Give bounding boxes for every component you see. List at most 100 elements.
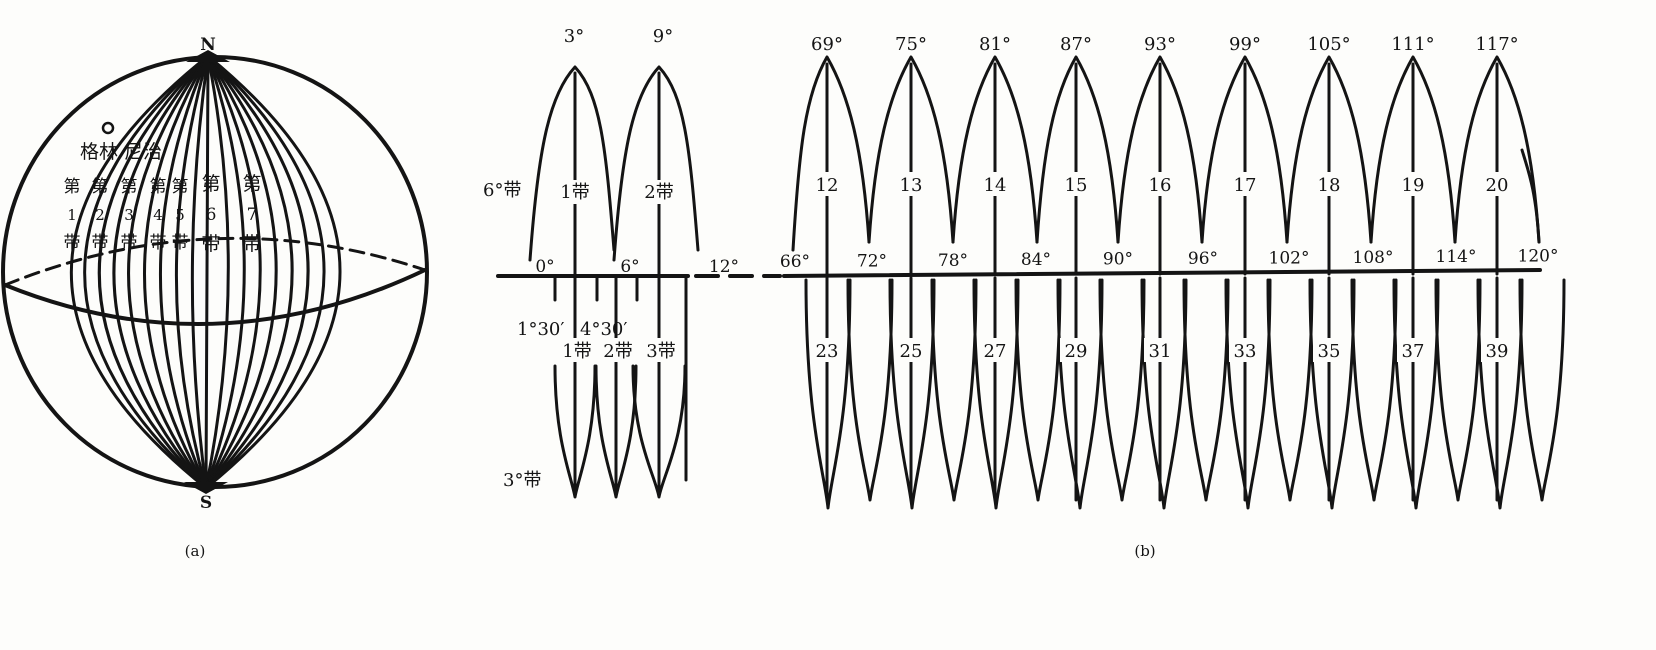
south-label: S xyxy=(200,493,212,513)
meridian-line xyxy=(204,54,246,490)
south-pole-convergence xyxy=(184,482,228,494)
three-degree-zone-outline xyxy=(1014,278,1062,502)
meridian-line xyxy=(204,54,310,490)
six-degree-zones-left: 3°1带9°2带 xyxy=(528,26,700,278)
six-degree-zone-outline xyxy=(1285,55,1373,244)
zone-top-degree-label: 3° xyxy=(564,26,584,47)
meridian-line xyxy=(158,54,210,490)
six-degree-zone-outline xyxy=(612,65,700,262)
zone-7-dai-label: 带 xyxy=(242,233,261,255)
baseline-degree-label: 90° xyxy=(1103,250,1133,270)
globe-outline xyxy=(1,55,429,489)
six-degree-zone-outline xyxy=(867,55,955,244)
three-degree-zone-outline xyxy=(888,278,936,510)
zone-top-degree-label: 105° xyxy=(1307,34,1350,55)
six-degree-zone-outline xyxy=(1520,148,1541,244)
zone-4-number-label: 4 xyxy=(153,206,163,224)
zone-5-dai-label: 带 xyxy=(172,233,189,253)
zone-top-degree-label: 81° xyxy=(979,34,1011,55)
meridian-line xyxy=(204,54,210,490)
label-backdrop xyxy=(895,172,927,196)
zone-6-dai-label: 带 xyxy=(201,233,220,255)
label-backdrop xyxy=(811,338,843,362)
three-degree-label: 3°带 xyxy=(503,470,541,491)
three-zone-number-label: 31 xyxy=(1149,341,1172,362)
zone-name-label: 1带 xyxy=(560,182,589,203)
label-backdrop xyxy=(1144,338,1176,362)
baseline-degree-label: 6° xyxy=(620,257,639,277)
zone-1-di-label: 第 xyxy=(64,177,81,197)
caption-b: (b) xyxy=(1134,542,1155,560)
three-degree-zone-outline xyxy=(1266,278,1314,502)
six-degree-zones-right: 69°1275°1381°1487°1593°1699°17105°18111°… xyxy=(791,34,1541,276)
zone-5-di-label: 第 xyxy=(172,177,189,197)
meridian-line xyxy=(204,54,294,490)
three-degree-zone-outline xyxy=(1518,278,1566,502)
meridian-line xyxy=(204,54,342,490)
zone-top-degree-label: 99° xyxy=(1229,34,1261,55)
baseline-degree-label: 72° xyxy=(857,251,887,271)
three-degree-zone-outline xyxy=(1098,278,1146,502)
zone-1-number-label: 1 xyxy=(67,206,77,224)
three-degree-zone-outline xyxy=(553,364,597,499)
three-degree-zone-outline xyxy=(1140,278,1188,510)
six-degree-zone-outline xyxy=(1200,55,1289,244)
three-zone-number-label: 29 xyxy=(1065,341,1088,362)
minute-label-2: 4°30′ xyxy=(580,319,627,340)
zone-number-label: 18 xyxy=(1318,175,1341,196)
six-degree-zone-outline xyxy=(1035,55,1120,244)
zone-1-dai-label: 带 xyxy=(64,233,81,253)
label-backdrop xyxy=(1060,172,1092,196)
zone-2-dai-label: 带 xyxy=(92,233,109,253)
label-backdrop xyxy=(1481,338,1513,362)
meridian-line xyxy=(97,54,210,490)
zone-6-di-label: 第 xyxy=(201,173,220,195)
label-backdrop xyxy=(1144,172,1176,196)
three-zone-number-label: 23 xyxy=(816,341,839,362)
zone-top-degree-label: 117° xyxy=(1475,34,1518,55)
zone-name-label: 2带 xyxy=(644,182,673,203)
zone-number-label: 16 xyxy=(1149,175,1172,196)
label-backdrop xyxy=(1481,172,1513,196)
meridian-line xyxy=(174,54,210,490)
three-degree-zone-outline xyxy=(1392,278,1440,510)
three-zone-name-label: 1带 xyxy=(562,341,591,362)
label-backdrop xyxy=(811,172,843,196)
zone-number-label: 14 xyxy=(984,175,1007,196)
label-backdrop xyxy=(1060,338,1092,362)
meridian-line xyxy=(204,54,230,490)
three-zone-number-label: 33 xyxy=(1234,341,1257,362)
zone-3-dai-label: 带 xyxy=(121,233,138,253)
baseline-degree-label: 96° xyxy=(1188,249,1218,269)
baseline-degree-label: 84° xyxy=(1021,250,1051,270)
equator-front xyxy=(3,268,427,327)
three-zone-number-label: 37 xyxy=(1402,341,1425,362)
zone-2-number-label: 2 xyxy=(95,206,105,224)
meridian-line xyxy=(204,54,262,490)
meridian-line xyxy=(127,54,210,490)
label-backdrop xyxy=(1397,338,1429,362)
zone-4-di-label: 第 xyxy=(150,177,167,197)
label-backdrop xyxy=(553,180,597,204)
north-label: N xyxy=(200,35,216,55)
meridian-line xyxy=(190,54,210,490)
three-degree-zone-outline xyxy=(930,278,978,502)
label-backdrop xyxy=(637,180,681,204)
meridian-line xyxy=(204,54,278,490)
three-degree-zone-outline xyxy=(1308,278,1356,510)
three-degree-zone-outline xyxy=(804,278,852,510)
three-degree-zone-outline xyxy=(846,278,894,502)
zone-number-label: 12 xyxy=(816,175,839,196)
meridian-lines xyxy=(70,50,342,494)
greenwich-marker-icon xyxy=(101,121,115,135)
three-degree-zone-outline xyxy=(594,364,638,499)
zone-top-degree-label: 93° xyxy=(1144,34,1176,55)
baseline-degree-label: 120° xyxy=(1518,247,1559,267)
meridian-line xyxy=(83,54,210,490)
label-backdrop xyxy=(1313,338,1345,362)
meridian-line xyxy=(70,54,210,490)
baseline-degree-label: 66° xyxy=(780,252,810,272)
